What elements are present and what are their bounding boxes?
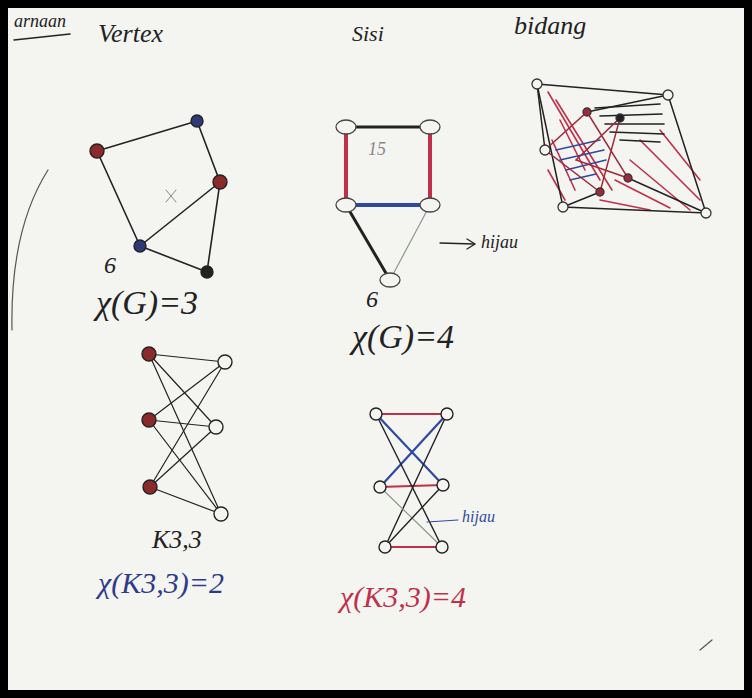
blue-edge [380, 414, 447, 487]
vertex [540, 145, 550, 155]
vertex [336, 120, 356, 134]
graph-edge [140, 182, 220, 246]
vertex [441, 408, 453, 420]
black-edge [346, 205, 390, 280]
vertex [624, 174, 632, 182]
black-hatch [595, 104, 664, 142]
vertex [437, 479, 449, 491]
graph-edge [149, 354, 216, 427]
chromatic-number: χ(G)=3 [96, 284, 198, 321]
graph-edge [149, 362, 225, 420]
vertex [209, 420, 223, 434]
underline [14, 34, 70, 40]
section-heading: bidang [514, 12, 586, 41]
red-vertex [90, 144, 104, 158]
leader-arrow [440, 243, 474, 244]
vertex [420, 120, 440, 134]
vertex [616, 114, 624, 122]
vertex [379, 541, 391, 553]
inner-star [545, 112, 628, 192]
graph-edge [149, 420, 216, 427]
vertex [420, 198, 440, 212]
chromatic-index: χ(G)=4 [352, 318, 454, 355]
red-vertex [213, 175, 227, 189]
leader-line [427, 520, 458, 522]
vertex [583, 108, 591, 116]
vertex [558, 202, 568, 212]
arc-line [12, 170, 48, 330]
black-edge [346, 126, 430, 129]
red-vertex [143, 480, 157, 494]
vertex [380, 273, 400, 287]
red-edge [344, 127, 348, 205]
outer-face [537, 84, 706, 213]
heading-fragment: arnaan [14, 12, 66, 32]
green-edge [390, 205, 430, 280]
graph-edge [150, 487, 221, 514]
blue-vertex [134, 240, 146, 252]
face-edge [537, 84, 706, 213]
vertex-count: 6 [104, 252, 116, 278]
vertex [336, 198, 356, 212]
red-edge [428, 127, 432, 205]
black-edge [385, 414, 447, 547]
scribble [166, 190, 176, 202]
graph-edge [97, 151, 140, 246]
vertex [436, 541, 448, 553]
graph-edge [150, 362, 225, 487]
red-edge [376, 413, 447, 415]
graph-edge [197, 121, 220, 182]
vertex [701, 208, 711, 218]
red-vertex [142, 347, 156, 361]
graph-edge [140, 246, 207, 272]
color-note: hijau [462, 508, 495, 526]
blue-edge [346, 203, 430, 207]
blue-hatch [556, 140, 606, 180]
section-heading: Vertex [98, 20, 163, 49]
vertex [374, 481, 386, 493]
red-vertex [142, 413, 156, 427]
blue-edge [376, 414, 443, 485]
note-number: 15 [368, 140, 386, 160]
arrow-head [467, 239, 475, 249]
section-heading: Sisi [352, 22, 384, 46]
vertex [663, 90, 673, 100]
graph-edge [207, 182, 220, 272]
vertex [214, 507, 228, 521]
vertex [596, 188, 604, 196]
vertex [218, 355, 232, 369]
black-edge [376, 414, 442, 547]
graph-edge [97, 121, 197, 151]
graph-edge [150, 427, 216, 487]
black-edge [385, 485, 443, 547]
vertex-count: 6 [366, 286, 378, 312]
color-note: hijau [481, 233, 518, 253]
chromatic-number: χ(K3,3)=2 [98, 566, 224, 599]
chromatic-index: χ(K3,3)=4 [340, 580, 466, 613]
vertex [370, 408, 382, 420]
vertex [532, 79, 542, 89]
graph-name: K3,3 [152, 526, 202, 555]
scribble [700, 640, 712, 650]
blue-vertex [191, 115, 203, 127]
graph-edge [149, 354, 221, 514]
graph-edge [149, 354, 225, 362]
red-edge [385, 546, 442, 548]
graph-edge [149, 420, 221, 514]
black-vertex [201, 266, 213, 278]
